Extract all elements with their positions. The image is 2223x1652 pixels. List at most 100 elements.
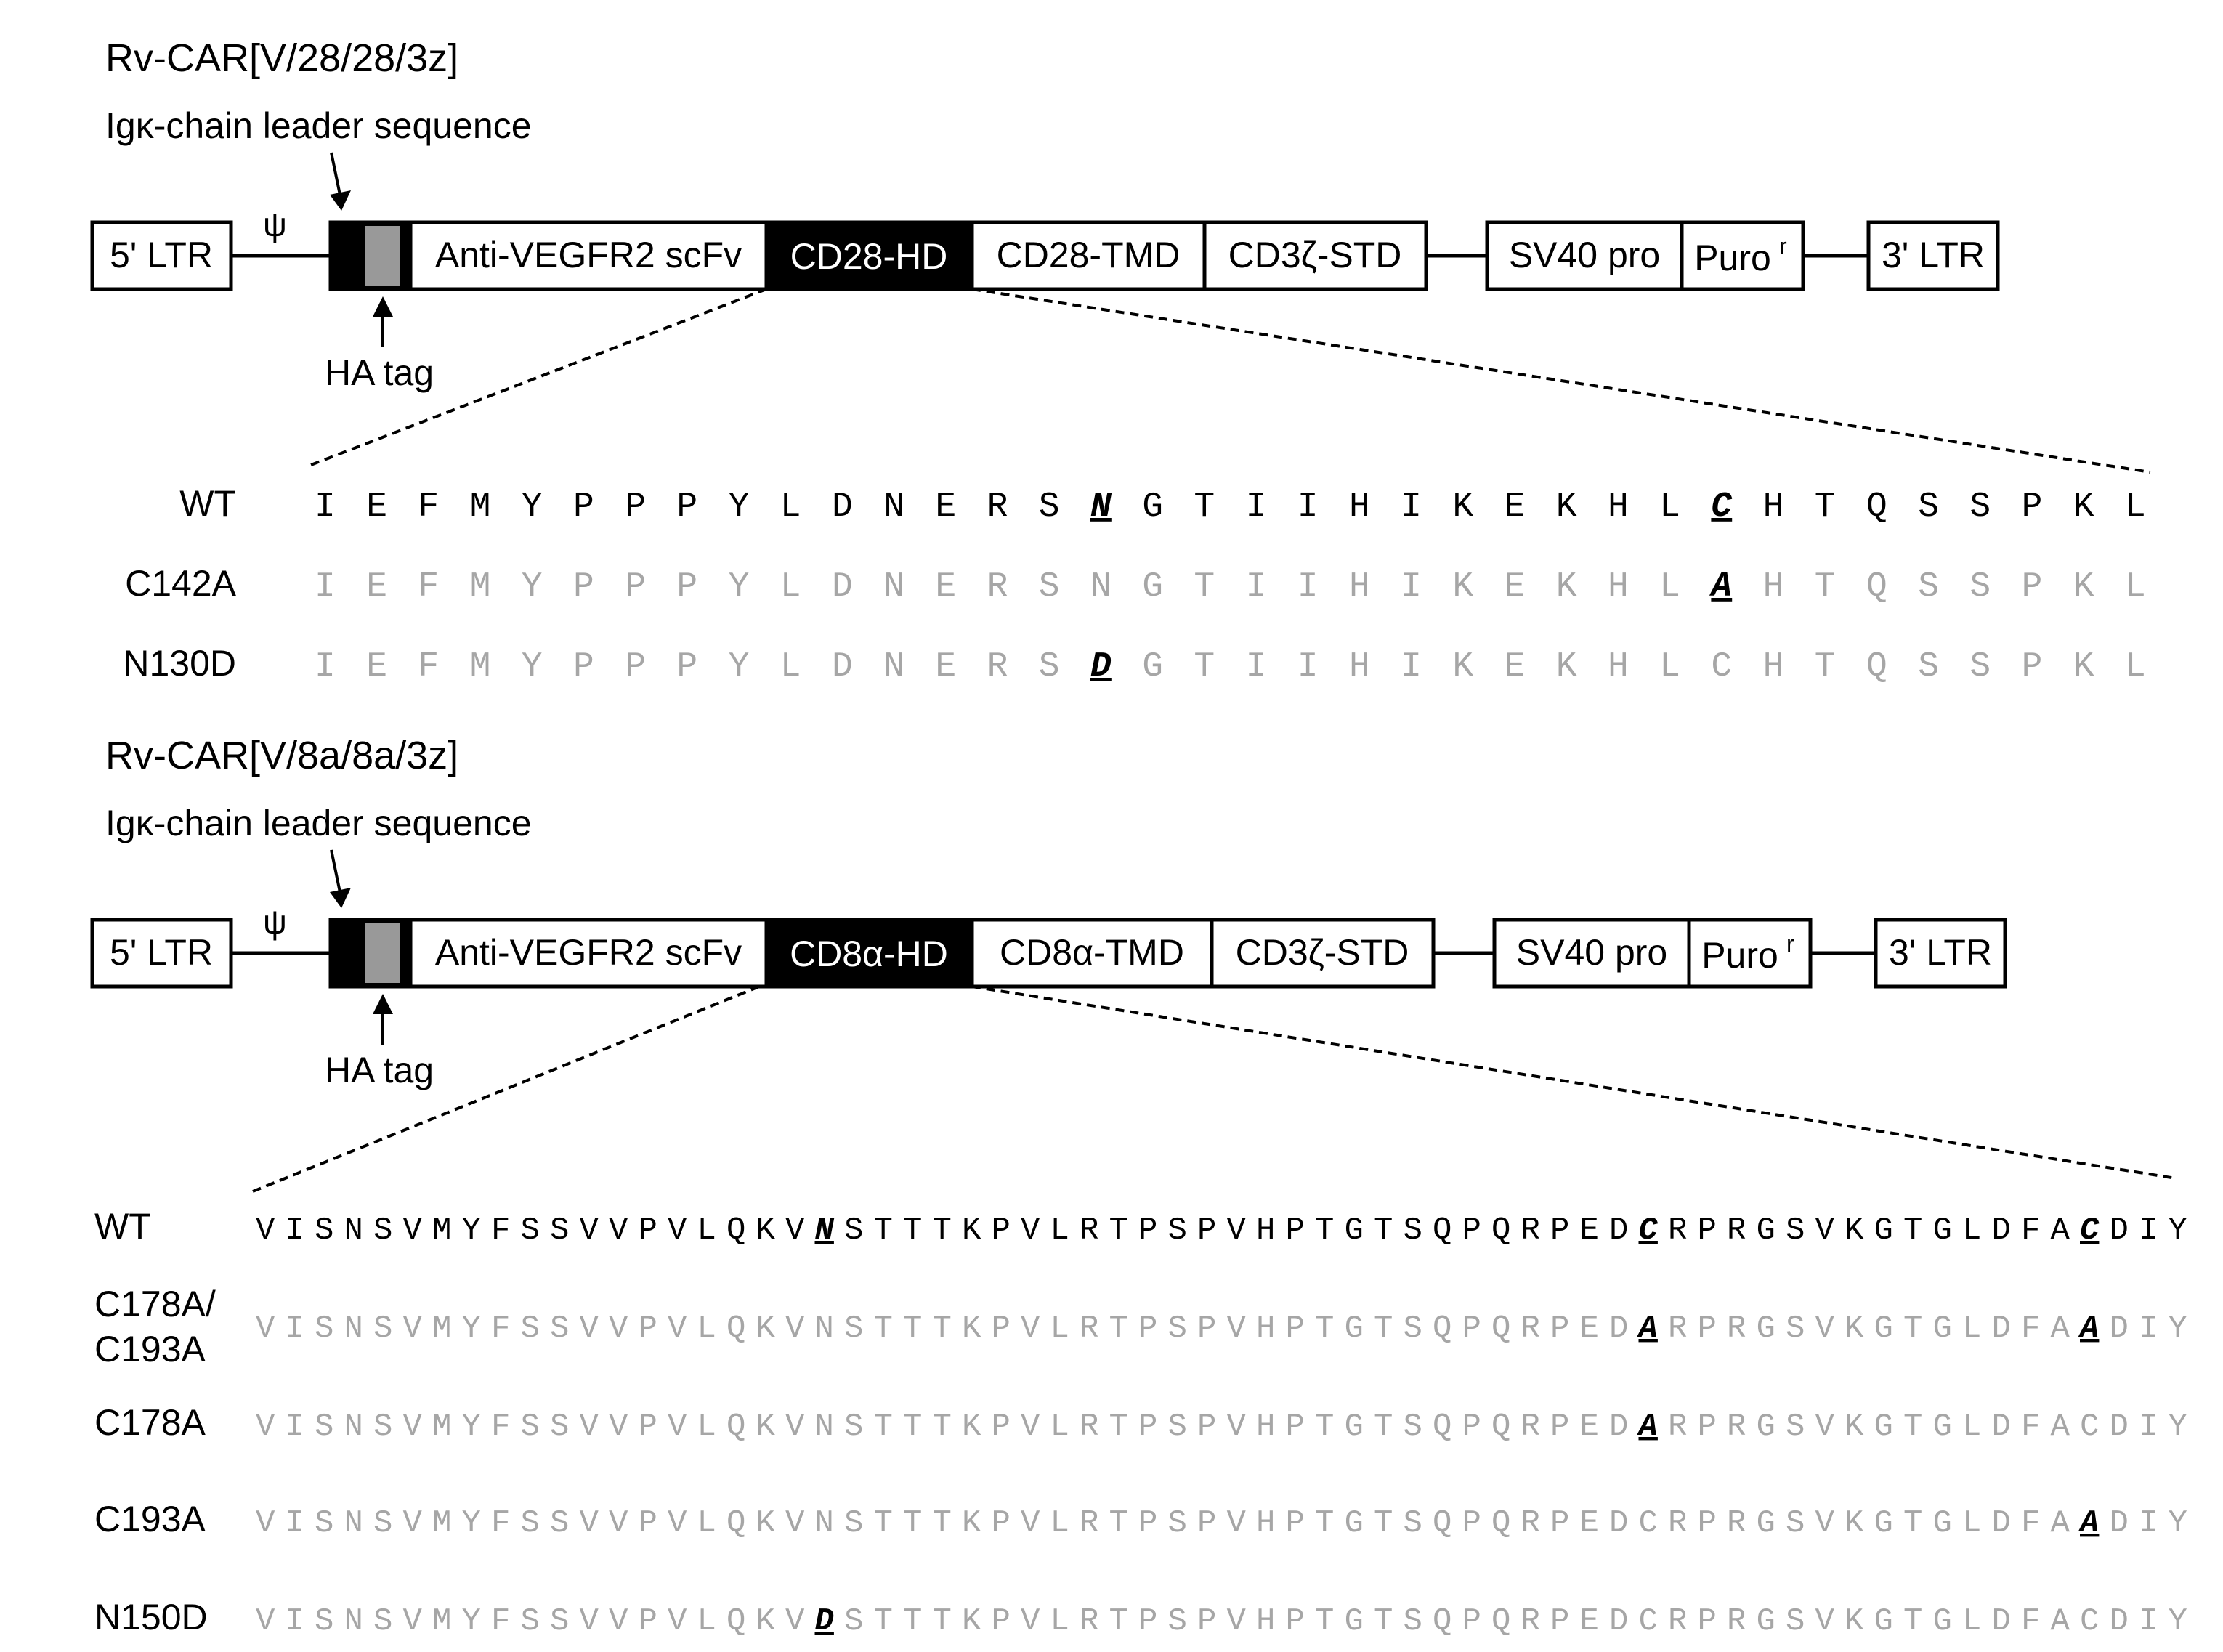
residue: Q (726, 1311, 745, 1347)
residue: S (1039, 487, 1060, 527)
scfv-box (408, 918, 769, 989)
residue: N (344, 1505, 363, 1542)
residue: S (521, 1505, 540, 1542)
residue: P (573, 567, 594, 607)
residue: P (1698, 1311, 1717, 1347)
residue: G (1142, 567, 1163, 607)
ltr5-box (90, 220, 233, 291)
residue: N (344, 1409, 363, 1445)
residue: P (1286, 1311, 1305, 1347)
residue: V (403, 1409, 423, 1445)
residue: T (933, 1505, 952, 1542)
ha-arrowhead (373, 994, 393, 1014)
sequence-label: C178A/C193A (94, 1284, 216, 1369)
leader-arrowhead (330, 190, 351, 211)
residue: V (256, 1311, 275, 1347)
residue: S (315, 1603, 333, 1640)
residue: S (1918, 567, 1939, 607)
residue: P (625, 647, 646, 687)
residue: S (1168, 1603, 1187, 1640)
residue: K (756, 1311, 776, 1347)
residue: S (1969, 567, 1991, 607)
residue: V (1815, 1603, 1835, 1640)
residue: V (668, 1212, 687, 1249)
residue: F (491, 1311, 510, 1347)
residue: M (432, 1505, 451, 1542)
residue: E (366, 487, 387, 527)
residue: G (1933, 1409, 1952, 1445)
residue: T (1903, 1409, 1922, 1445)
residue: C (1639, 1505, 1658, 1542)
residue: K (962, 1505, 981, 1542)
residue: G (1345, 1212, 1364, 1249)
residue: K (1452, 567, 1473, 607)
residue: R (1668, 1311, 1687, 1347)
residue: F (2021, 1505, 2040, 1542)
residue: N (1090, 567, 1112, 607)
residue: K (962, 1311, 981, 1347)
residue: Y (522, 487, 543, 527)
residue: T (1315, 1311, 1334, 1347)
residue: R (1727, 1212, 1746, 1249)
residue: E (1505, 647, 1526, 687)
residue: A (2051, 1505, 2070, 1542)
construct-1: Rv-CAR[V/28/28/3z] Igκ-chain leader sequ… (90, 36, 2151, 687)
residue: C (2080, 1212, 2100, 1249)
residue: T (1374, 1409, 1393, 1445)
residue: R (1080, 1505, 1098, 1542)
residue: T (1109, 1505, 1128, 1542)
residue: P (1197, 1212, 1216, 1249)
residue: F (418, 647, 439, 687)
residue: E (1505, 487, 1526, 527)
sv40-label: SV40 pro (1509, 235, 1660, 275)
residue: M (470, 567, 491, 607)
residue: L (780, 567, 801, 607)
residue: C (1639, 1212, 1659, 1249)
residue: G (1874, 1603, 1893, 1640)
residue: K (1556, 647, 1577, 687)
residue: T (1374, 1212, 1393, 1249)
residue: T (933, 1409, 952, 1445)
residue: E (366, 567, 387, 607)
residue: M (470, 647, 491, 687)
residue: I (315, 487, 336, 527)
residue: Q (726, 1603, 745, 1640)
ltr3-label: 3' LTR (1882, 235, 1985, 275)
residue: L (1050, 1409, 1069, 1445)
residue: H (1256, 1505, 1275, 1542)
residue: L (1050, 1311, 1069, 1347)
construct-1-leader-label: Igκ-chain leader sequence (105, 105, 532, 146)
residue: V (1815, 1505, 1835, 1542)
residue: P (1550, 1409, 1569, 1445)
residue: L (1962, 1409, 1981, 1445)
residue: S (1786, 1311, 1805, 1347)
residue: V (1227, 1311, 1247, 1347)
residue: S (550, 1603, 569, 1640)
residue: I (286, 1505, 304, 1542)
puro-text: Puro (1694, 238, 1771, 278)
residue: Q (726, 1505, 745, 1542)
puro-box (1680, 220, 1805, 291)
residue: P (1138, 1311, 1157, 1347)
residue: I (1297, 567, 1319, 607)
puro-superscript: r (1779, 233, 1787, 259)
residue: I (1297, 647, 1319, 687)
residue: P (639, 1505, 657, 1542)
residue: G (1933, 1311, 1952, 1347)
residue: V (785, 1409, 805, 1445)
residue: V (1021, 1212, 1040, 1249)
sequence-label: C142A (125, 563, 237, 604)
residue: Q (1866, 647, 1887, 687)
residue: P (992, 1311, 1011, 1347)
residue: V (1227, 1603, 1247, 1640)
residue: S (844, 1212, 863, 1249)
residue: Q (1433, 1311, 1451, 1347)
residue: V (580, 1505, 599, 1542)
residue: Y (2169, 1212, 2187, 1249)
residue: I (286, 1311, 304, 1347)
residue: T (1815, 647, 1836, 687)
residue: H (1256, 1311, 1275, 1347)
residue: T (933, 1212, 952, 1249)
residue: R (1080, 1603, 1098, 1640)
